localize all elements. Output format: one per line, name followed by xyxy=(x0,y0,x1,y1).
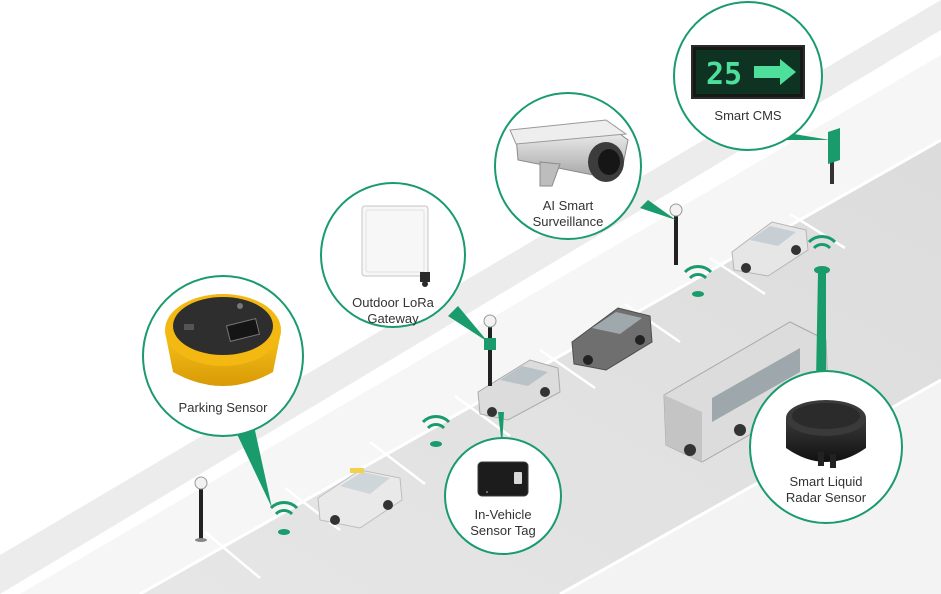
radar-sensor-icon xyxy=(786,400,866,468)
lora-gateway-icon xyxy=(361,205,430,287)
parking-bay-lines xyxy=(204,212,846,579)
lora-gateway-label: Outdoor LoRa Gateway xyxy=(352,295,434,326)
callout-connectors xyxy=(236,132,830,508)
cms-display-icon: 25 xyxy=(691,45,805,99)
bus xyxy=(663,321,829,463)
taxi-car xyxy=(317,468,403,529)
wifi-signal-icon xyxy=(421,415,451,447)
lamp-post xyxy=(669,203,683,265)
cms-display-value: 25 xyxy=(706,57,742,92)
smart-cms-label: Smart CMS xyxy=(714,108,782,123)
ai-surveillance-label: AI Smart Surveillance xyxy=(532,198,604,229)
cctv-camera-icon xyxy=(509,119,629,187)
white-sedan xyxy=(731,221,809,277)
sensor-tag-icon xyxy=(477,461,529,497)
parking-sensor-icon xyxy=(165,294,281,386)
pickup-truck xyxy=(477,359,561,421)
wifi-signal-icon xyxy=(683,265,713,297)
radar-sensor-label: Smart Liquid Radar Sensor xyxy=(785,474,867,505)
wifi-signal-icon xyxy=(269,501,299,535)
in-vehicle-tag-label: In-Vehicle Sensor Tag xyxy=(470,507,536,538)
grey-suv xyxy=(571,307,653,371)
parking-sensor-label: Parking Sensor xyxy=(178,400,268,415)
lamp-post xyxy=(194,476,208,542)
cms-sign-post xyxy=(828,128,840,184)
